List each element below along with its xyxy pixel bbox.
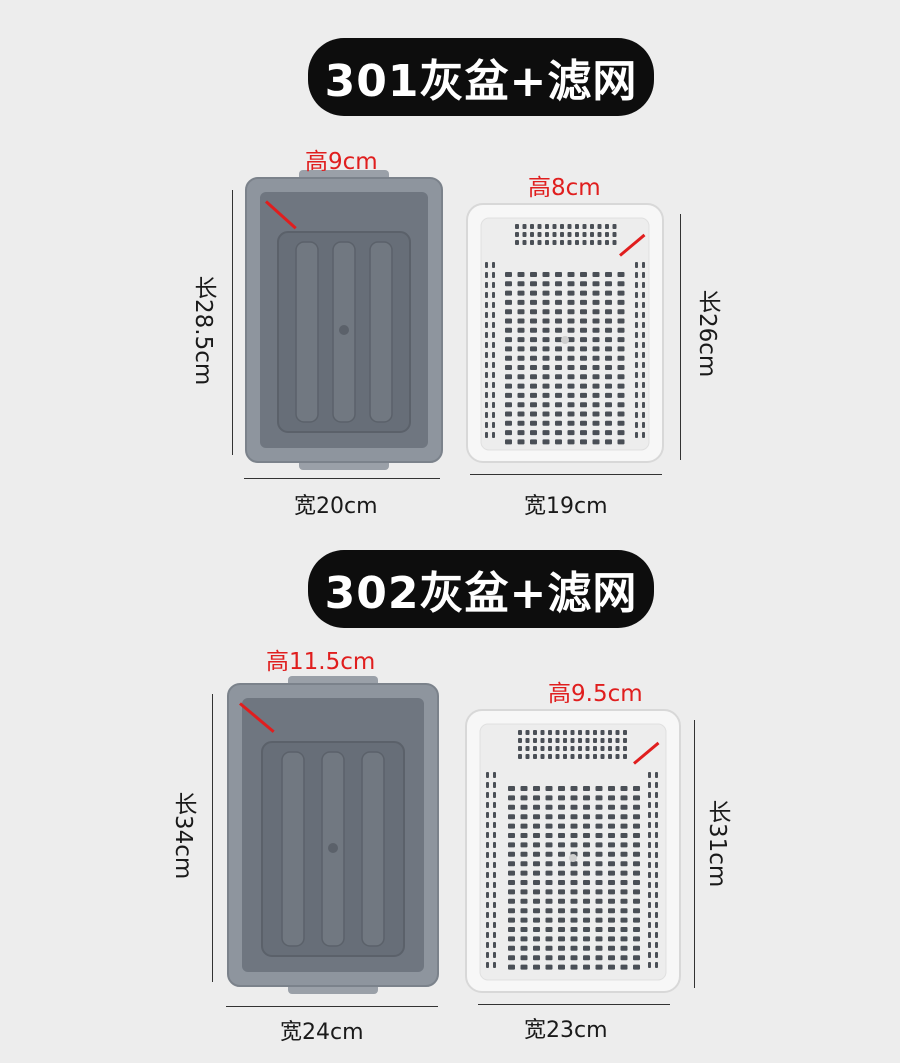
strainer-301-height-label: 高8cm xyxy=(528,175,601,201)
basin-302-image xyxy=(227,676,439,994)
basin-301-length-label: 长28.5cm xyxy=(190,276,216,386)
basin-302-height-label: 高11.5cm xyxy=(266,649,376,675)
basin-302-width-line xyxy=(226,1006,438,1007)
strainer-302-length-line xyxy=(694,720,695,988)
strainer-301-length-line xyxy=(680,214,681,460)
basin-302-length-label: 长34cm xyxy=(170,792,196,880)
strainer-302-height-label: 高9.5cm xyxy=(548,681,643,707)
section-2-title: 302灰盆+滤网 xyxy=(308,550,654,628)
basin-301-height-label: 高9cm xyxy=(305,149,378,175)
basin-301-image xyxy=(245,170,443,470)
strainer-301-length-label: 长26cm xyxy=(694,290,720,378)
strainer-302-width-label: 宽23cm xyxy=(524,1018,608,1043)
basin-301-width-label: 宽20cm xyxy=(294,494,378,519)
strainer-302-width-line xyxy=(478,1004,670,1005)
basin-302-length-line xyxy=(212,694,213,982)
strainer-301-width-line xyxy=(470,474,662,475)
basin-301-length-line xyxy=(232,190,233,455)
strainer-301-image xyxy=(466,203,664,463)
strainer-301-width-label: 宽19cm xyxy=(524,494,608,519)
basin-301-width-line xyxy=(244,478,440,479)
strainer-302-image xyxy=(465,709,681,993)
section-1-title: 301灰盆+滤网 xyxy=(308,38,654,116)
strainer-302-length-label: 长31cm xyxy=(704,800,730,888)
basin-302-width-label: 宽24cm xyxy=(280,1020,364,1045)
